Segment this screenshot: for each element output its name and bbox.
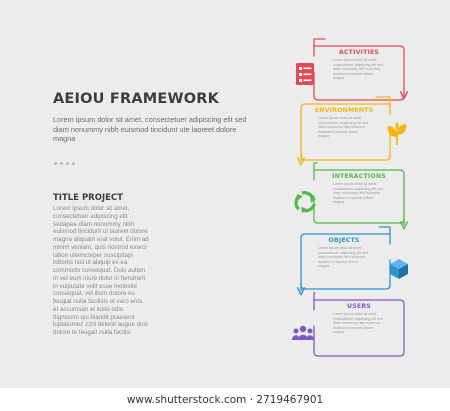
step-title-activities: ACTIVITIES xyxy=(338,49,380,56)
framework-flow-diagram xyxy=(292,38,450,357)
user-head xyxy=(293,328,299,334)
user-body xyxy=(298,334,308,340)
leaf-shape xyxy=(397,124,407,135)
dots-divider xyxy=(54,162,75,165)
recycle-icon xyxy=(294,191,316,214)
dot xyxy=(72,162,75,165)
leaf-shape xyxy=(395,122,399,131)
page-title: AEIOU FRAMEWORK xyxy=(53,91,220,107)
step-title-environments: ENVIRONMENTS xyxy=(314,107,374,114)
step-description: Lorem ipsum dolor sit amet, consectetuer… xyxy=(318,246,368,269)
project-title: TITLE PROJECT xyxy=(53,193,123,203)
intro-text: Lorem ipsum dolor sit amet, consectetuer… xyxy=(53,115,247,144)
recycle-arrowhead xyxy=(301,206,308,214)
dot xyxy=(66,162,69,165)
step-description: Lorem ipsum dolor sit amet, consectetuer… xyxy=(318,116,368,139)
leaf-shape xyxy=(387,126,397,137)
step-frame-users xyxy=(313,292,405,357)
step-description: Lorem ipsum dolor sit amet, consectetuer… xyxy=(333,58,383,81)
checkbox-shape xyxy=(299,79,302,82)
watermark-footer: www.shutterstock.com · 2719467901 xyxy=(0,388,450,411)
user-body xyxy=(307,335,314,340)
checkbox-shape xyxy=(299,73,302,76)
user-head xyxy=(299,325,307,333)
user-head xyxy=(307,328,313,334)
recycle-arrowhead xyxy=(296,193,303,201)
step-description: Lorem ipsum dolor sit amet, consectetuer… xyxy=(333,182,383,205)
step-title-interactions: INTERACTIONS xyxy=(332,173,386,180)
line-shape xyxy=(303,67,312,70)
plant-icon xyxy=(387,122,407,145)
step-description: Lorem ipsum dolor sit amet, consectetuer… xyxy=(333,312,383,335)
checkbox-shape xyxy=(299,67,302,70)
line-shape xyxy=(303,73,312,76)
infographic-canvas xyxy=(0,0,450,388)
footer-text: www.shutterstock.com · 2719467901 xyxy=(126,393,324,406)
recycle-arc xyxy=(303,203,316,213)
project-body: Lorem ipsum dolor sit amet, consectetuer… xyxy=(53,205,149,336)
recycle-arrowhead xyxy=(310,196,316,203)
dot xyxy=(60,162,63,165)
dot xyxy=(54,162,57,165)
cube-icon xyxy=(390,259,408,279)
checklist-icon xyxy=(296,63,314,85)
step-title-objects: OBJECTS xyxy=(328,237,360,244)
step-title-users: USERS xyxy=(347,303,371,310)
cube-right xyxy=(399,264,408,279)
user-body xyxy=(292,335,299,340)
cube-left xyxy=(390,264,399,279)
line-shape xyxy=(303,79,312,82)
users-icon xyxy=(292,325,314,340)
